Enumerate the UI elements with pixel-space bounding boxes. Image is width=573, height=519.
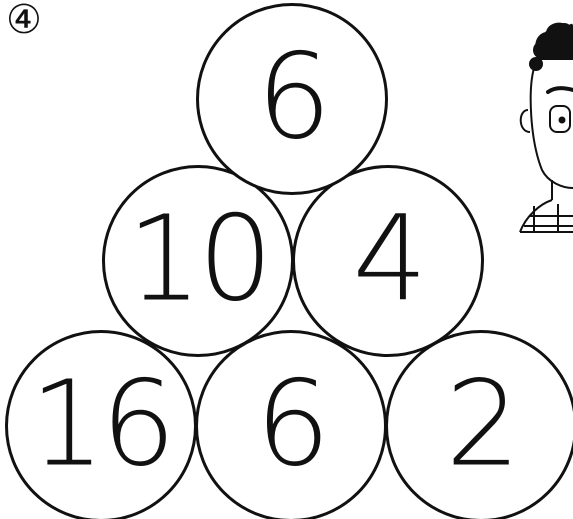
pyramid-circle-bottom-2: 6 (195, 330, 387, 519)
pyramid-number: 6 (199, 38, 385, 156)
pyramid-circle-bottom-1: 16 (5, 330, 197, 519)
pyramid-number: 16 (8, 365, 194, 483)
pyramid-number: 2 (388, 365, 573, 483)
pyramid-number: 10 (105, 200, 291, 318)
pyramid-number: 4 (295, 200, 481, 318)
pyramid-number: 6 (198, 365, 384, 483)
pyramid-circle-middle-2: 4 (292, 165, 484, 357)
pyramid-circle-top: 6 (196, 3, 388, 195)
pyramid-circle-middle-1: 10 (102, 165, 294, 357)
problem-number: ④ (6, 0, 42, 42)
boy-character-icon (512, 20, 573, 240)
pyramid-circle-bottom-3: 2 (385, 330, 573, 519)
